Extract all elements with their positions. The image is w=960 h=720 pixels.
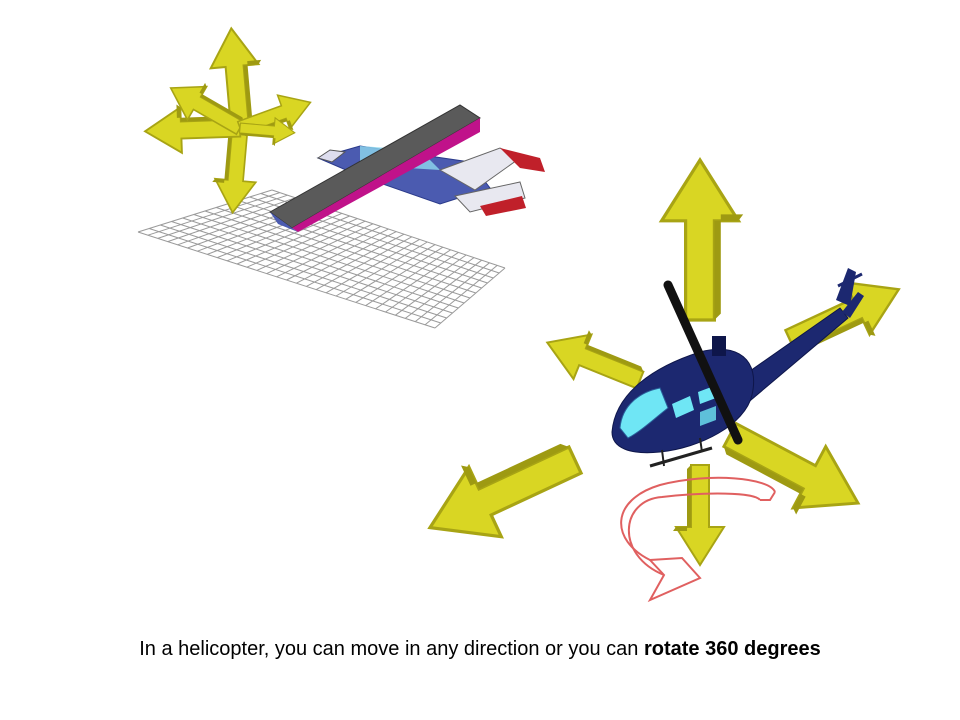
airplane-axis-arrows [143,25,319,216]
airplane-icon [269,104,545,232]
arrow-downleft-icon [410,419,593,565]
arrow-downright-icon [710,402,876,540]
helicopter-axis-arrows [410,158,914,566]
airplane-group [137,25,545,329]
helicopter-group [410,158,914,603]
rotate-arrow-icon [620,476,776,603]
caption-bold-text: rotate 360 degrees [643,638,821,660]
caption: In a helicopter, you can move in any dir… [0,638,960,661]
caption-text: In a helicopter, you can move in any dir… [139,638,644,660]
helicopter-icon [611,268,864,468]
